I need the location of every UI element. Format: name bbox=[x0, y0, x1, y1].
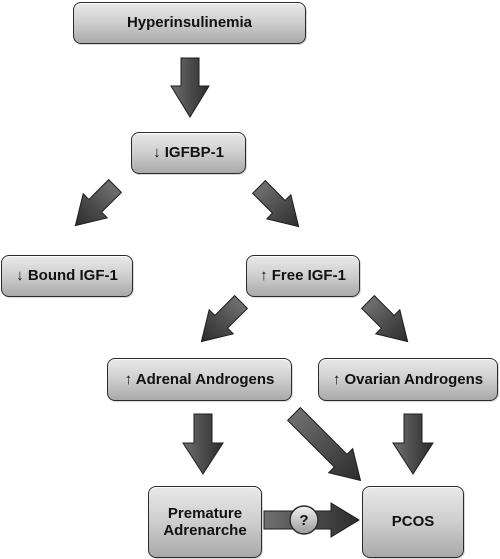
node-pcos: PCOS bbox=[362, 486, 464, 558]
arrow-hyperinsulinemia-to-igfbp1 bbox=[170, 57, 210, 118]
node-free-igf1-label: ↑ Free IGF-1 bbox=[260, 267, 346, 285]
node-hyperinsulinemia-label: Hyperinsulinemia bbox=[126, 14, 253, 32]
node-ovarian-androgens: ↑ Ovarian Androgens bbox=[318, 358, 498, 401]
arrow-adrenal-androgens-to-premature-adrenarche bbox=[182, 413, 224, 475]
arrow-free-igf1-to-adrenal-androgens bbox=[200, 294, 249, 343]
arrow-free-igf1-to-ovarian-androgens bbox=[360, 294, 409, 343]
node-adrenal-androgens: ↑ Adrenal Androgens bbox=[107, 358, 292, 401]
unknown-link-label: ? bbox=[299, 511, 309, 529]
arrow-igfbp1-to-free-igf1 bbox=[251, 179, 300, 228]
node-pcos-label: PCOS bbox=[391, 513, 435, 531]
node-premature-adrenarche-label: Premature Adrenarche bbox=[163, 504, 247, 539]
node-premature-adrenarche: Premature Adrenarche bbox=[148, 486, 262, 558]
node-adrenal-androgens-label: ↑ Adrenal Androgens bbox=[124, 370, 275, 388]
arrow-ovarian-androgens-to-pcos bbox=[392, 413, 434, 475]
arrow-adrenal-androgens-to-pcos bbox=[286, 406, 362, 482]
node-bound-igf1-label: ↓ Bound IGF-1 bbox=[16, 267, 118, 285]
node-bound-igf1: ↓ Bound IGF-1 bbox=[1, 255, 133, 297]
node-igfbp1: ↓ IGFBP-1 bbox=[131, 132, 246, 174]
node-hyperinsulinemia: Hyperinsulinemia bbox=[73, 2, 306, 44]
node-free-igf1: ↑ Free IGF-1 bbox=[246, 255, 360, 297]
node-ovarian-androgens-label: ↑ Ovarian Androgens bbox=[332, 370, 484, 388]
arrow-igfbp1-to-bound-igf1 bbox=[74, 178, 123, 227]
node-igfbp1-label: ↓ IGFBP-1 bbox=[153, 144, 224, 162]
unknown-link-bubble bbox=[289, 505, 319, 535]
